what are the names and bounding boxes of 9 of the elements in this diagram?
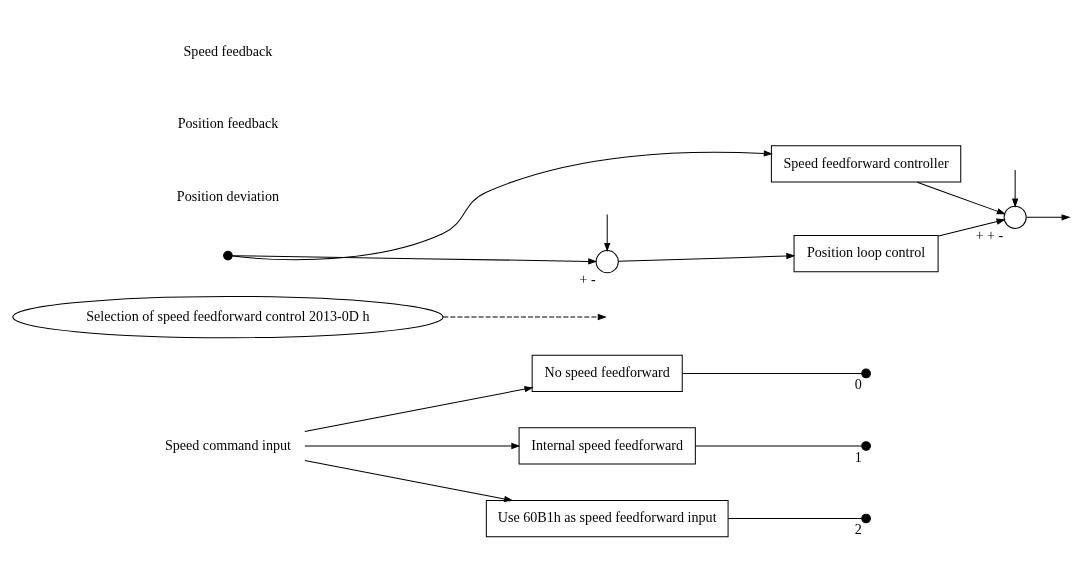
node-label: + + - [975, 226, 1004, 243]
node-text: Speed command input [164, 436, 291, 453]
node-label: 1 [854, 448, 862, 465]
label: Position feedback [177, 115, 279, 132]
node-label: 2 [854, 521, 862, 538]
node-label: 0 [854, 376, 862, 393]
label: Position deviation [176, 187, 280, 204]
label: Speed feedback [183, 42, 273, 59]
node-label: + - [579, 271, 596, 288]
